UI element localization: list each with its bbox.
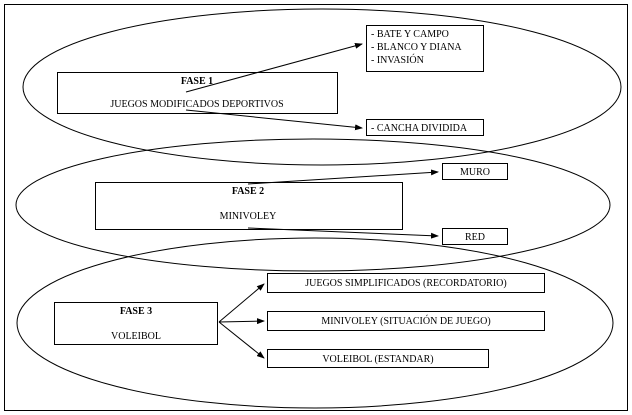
arrow [247, 169, 439, 185]
arrow [185, 109, 363, 131]
phase-2-name: MINIVOLEY [220, 211, 277, 222]
target-line: VOLEIBOL (ESTANDAR) [322, 354, 433, 365]
target-line: MURO [460, 167, 490, 178]
phase-1-name: JUEGOS MODIFICADOS DEPORTIVOS [110, 99, 283, 110]
target-line: MINIVOLEY (SITUACIÓN DE JUEGO) [321, 315, 490, 327]
phase-3-target-2: MINIVOLEY (SITUACIÓN DE JUEGO) [267, 311, 545, 331]
target-line: - BLANCO Y DIANA [371, 42, 462, 53]
phase-2-target-2: RED [442, 228, 508, 245]
phase-1-target-1: - BATE Y CAMPO - BLANCO Y DIANA - INVASI… [366, 25, 484, 72]
phase-1-target-2: - CANCHA DIVIDIDA [366, 119, 484, 136]
phase-3-box: FASE 3 VOLEIBOL [54, 302, 218, 345]
target-line: - INVASIÓN [371, 54, 424, 66]
target-line: JUEGOS SIMPLIFICADOS (RECORDATORIO) [305, 278, 507, 289]
outer-frame [4, 4, 628, 411]
phase-3-target-3: VOLEIBOL (ESTANDAR) [267, 349, 489, 368]
phase-2-title: FASE 2 [232, 186, 264, 197]
arrow [247, 227, 439, 239]
phase-3-title: FASE 3 [120, 306, 152, 317]
phase-2-target-1: MURO [442, 163, 508, 180]
phase-2-box: FASE 2 MINIVOLEY [95, 182, 403, 230]
phase-3-oval [16, 237, 614, 409]
target-line: - BATE Y CAMPO [371, 29, 449, 40]
arrow [218, 321, 265, 359]
phase-3-name: VOLEIBOL [111, 331, 161, 342]
phase-1-title: FASE 1 [181, 76, 213, 87]
phase-1-box: FASE 1 JUEGOS MODIFICADOS DEPORTIVOS [57, 72, 338, 114]
target-line: RED [465, 232, 485, 243]
phase-1-oval [22, 8, 622, 166]
arrow [185, 42, 363, 93]
arrow [218, 318, 265, 325]
arrow [218, 283, 265, 323]
target-line: - CANCHA DIVIDIDA [371, 123, 468, 134]
phase-3-target-1: JUEGOS SIMPLIFICADOS (RECORDATORIO) [267, 273, 545, 293]
phase-2-oval [15, 138, 611, 272]
